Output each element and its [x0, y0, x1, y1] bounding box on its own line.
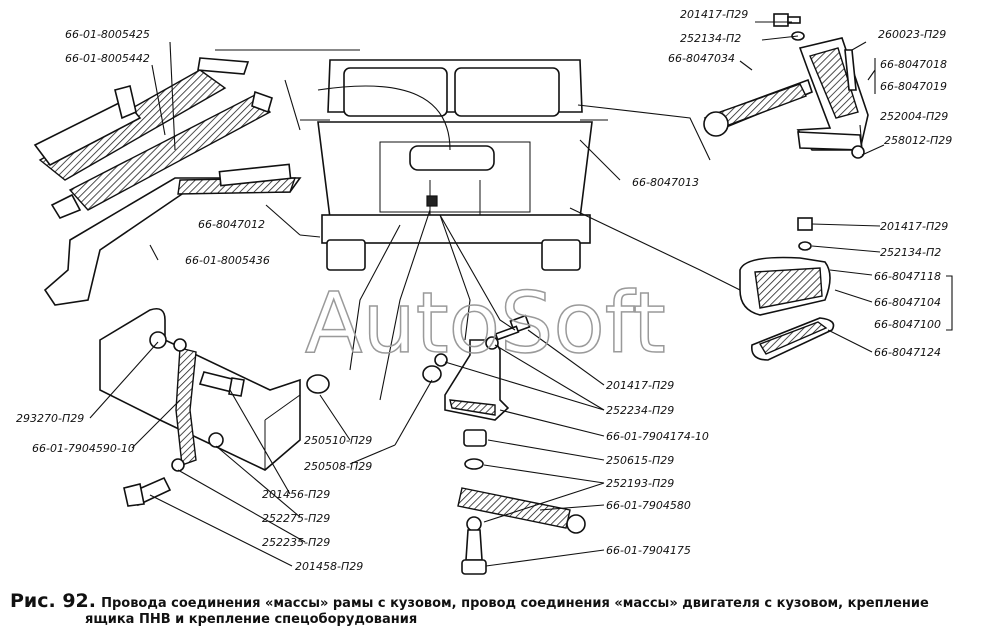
label-66-01-8005425: 66-01-8005425: [65, 28, 150, 41]
figure-caption: Рис. 92. Провода соединения «массы» рамы…: [10, 590, 995, 627]
label-201456-p29: 201456-П29: [262, 488, 330, 501]
label-66-8047104: 66-8047104: [874, 296, 941, 309]
label-293270-p29: 293270-П29: [16, 412, 84, 425]
caption-line-2: ящика ПНВ и крепление спецоборудования: [85, 612, 418, 627]
label-252275-p29: 252275-П29: [262, 512, 330, 525]
label-66-01-7904174-10: 66-01-7904174-10: [606, 430, 709, 443]
tow-strap-assembly: [33, 57, 302, 306]
label-250510-p29: 250510-П29: [304, 434, 372, 447]
label-252134-p2-lamp: 252134-П2: [880, 246, 941, 259]
label-201417-p29-strap: 201417-П29: [606, 379, 674, 392]
label-250615-p29: 250615-П29: [606, 454, 674, 467]
label-66-01-8005442: 66-01-8005442: [65, 52, 150, 65]
label-66-01-7904175: 66-01-7904175: [606, 544, 691, 557]
label-66-8047124: 66-8047124: [874, 346, 941, 359]
lamp-assembly: [739, 217, 835, 361]
label-252134-p2-top: 252134-П2: [680, 32, 741, 45]
label-66-8047012: 66-8047012: [198, 218, 265, 231]
caption-line-1: Провода соединения «массы» рамы с кузово…: [101, 596, 929, 611]
label-66-8047018: 66-8047018: [880, 58, 947, 71]
label-252004-p29: 252004-П29: [880, 110, 948, 123]
engine-ground-strap: [422, 314, 586, 575]
frame-ground-strap: [99, 307, 330, 507]
label-258012-p29: 258012-П29: [884, 134, 952, 147]
label-252234-p29: 252234-П29: [606, 404, 674, 417]
label-66-01-8005436: 66-01-8005436: [185, 254, 270, 267]
label-66-8047019: 66-8047019: [880, 80, 947, 93]
vehicle-rear-view: [300, 59, 608, 271]
label-66-8047100: 66-8047100: [874, 318, 941, 331]
label-260023-p29: 260023-П29: [878, 28, 946, 41]
label-252193-p29: 252193-П29: [606, 477, 674, 490]
label-201417-p29-lamp: 201417-П29: [880, 220, 948, 233]
label-66-01-7904590-10: 66-01-7904590-10: [32, 442, 135, 455]
label-252235-p29: 252235-П29: [262, 536, 330, 549]
jack-handle-assembly: [703, 13, 869, 159]
label-201458-p29: 201458-П29: [295, 560, 363, 573]
callout-labels: 66-01-8005425 66-01-8005442 66-8047012 6…: [16, 8, 952, 573]
label-66-8047013: 66-8047013: [632, 176, 699, 189]
label-66-8047118: 66-8047118: [874, 270, 941, 283]
label-250508-p29: 250508-П29: [304, 460, 372, 473]
leader-lines: [89, 21, 953, 567]
label-66-8047034: 66-8047034: [668, 52, 735, 65]
label-201417-p29-top: 201417-П29: [680, 8, 748, 21]
figure-number: Рис. 92.: [10, 590, 96, 612]
watermark: AutoSoft: [305, 274, 666, 372]
label-66-01-7904580: 66-01-7904580: [606, 499, 691, 512]
